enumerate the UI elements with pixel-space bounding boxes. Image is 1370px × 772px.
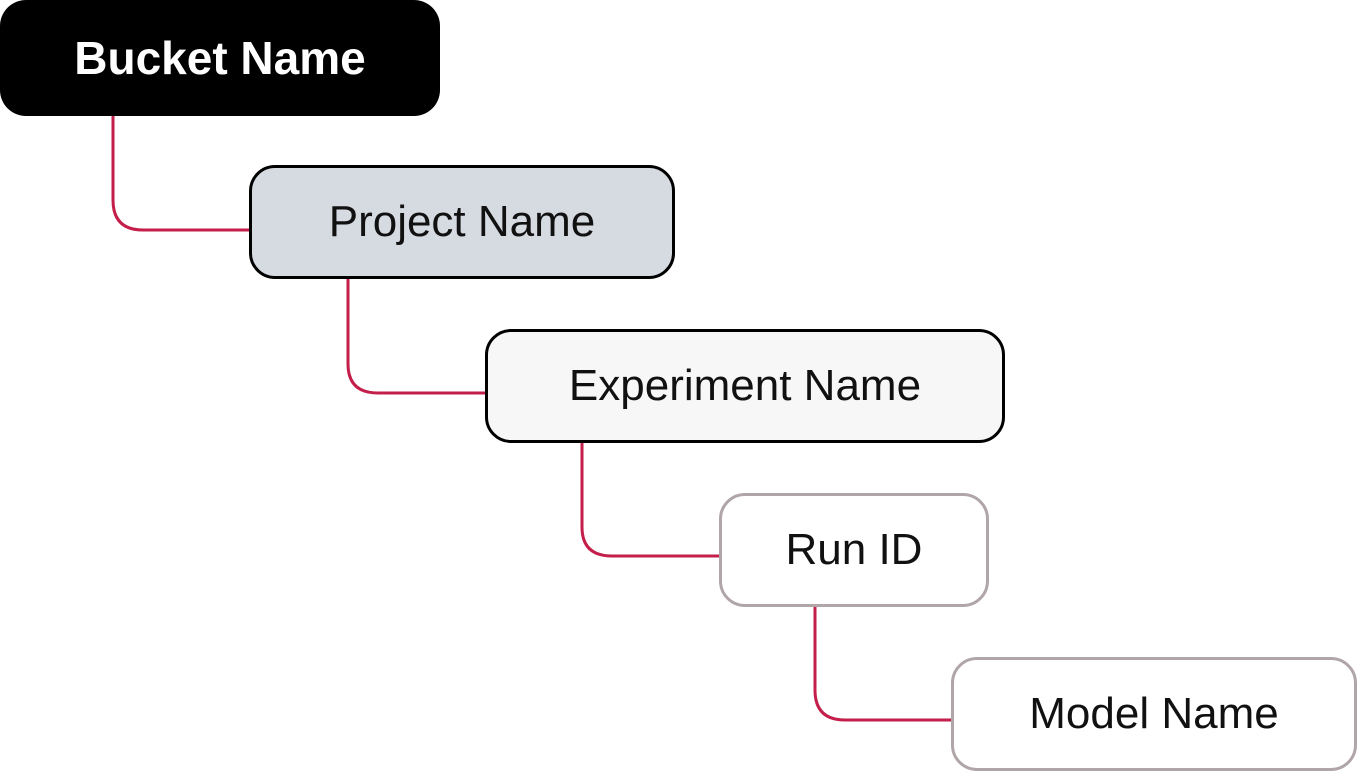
bucket-name-label: Bucket Name — [74, 32, 366, 84]
connector-project-to-experiment — [346, 279, 485, 395]
run-id-node: Run ID — [719, 493, 989, 607]
model-name-label: Model Name — [1029, 689, 1279, 738]
experiment-name-label: Experiment Name — [568, 361, 922, 410]
connector-run-to-model — [813, 607, 951, 722]
project-name-node: Project Name — [249, 165, 675, 279]
connector-experiment-to-run — [580, 443, 719, 558]
model-name-node: Model Name — [951, 657, 1357, 771]
run-id-label: Run ID — [785, 525, 923, 574]
project-name-label: Project Name — [328, 197, 596, 246]
bucket-name-node: Bucket Name — [0, 0, 440, 116]
experiment-name-node: Experiment Name — [485, 329, 1005, 443]
connector-bucket-to-project — [111, 116, 249, 232]
